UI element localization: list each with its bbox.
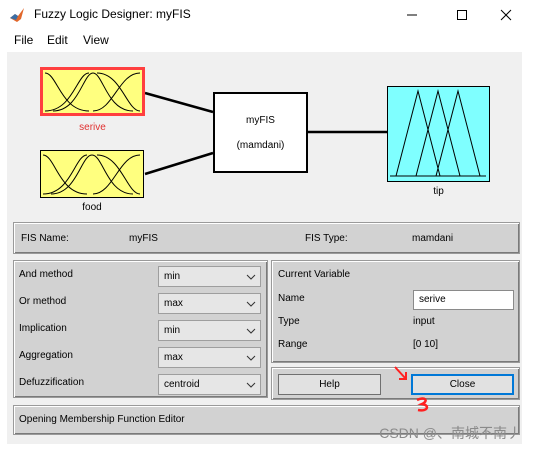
title-bar: Fuzzy Logic Designer: myFIS <box>0 0 522 30</box>
fis-system-block[interactable]: myFIS (mamdani) <box>213 92 308 173</box>
defuzzification-label: Defuzzification <box>19 377 85 388</box>
chevron-down-icon <box>246 355 256 361</box>
fis-name-text: myFIS <box>246 114 275 126</box>
variable-type-label: Type <box>278 316 300 327</box>
fis-info-panel: FIS Name: myFIS FIS Type: mamdani <box>13 222 520 254</box>
current-variable-panel: Current Variable Name serive Type input … <box>271 260 520 363</box>
output-label-tip: tip <box>433 186 444 197</box>
output-variable-tip[interactable] <box>387 86 490 182</box>
aggregation-select[interactable]: max <box>158 347 261 368</box>
and-method-select[interactable]: min <box>158 266 261 287</box>
or-method-label: Or method <box>19 296 67 307</box>
and-method-value: min <box>164 271 181 282</box>
chevron-down-icon <box>246 301 256 307</box>
menu-file[interactable]: File <box>14 33 34 47</box>
implication-label: Implication <box>19 323 67 334</box>
input-variable-serive[interactable] <box>40 67 145 116</box>
membership-curves-icon <box>44 72 141 112</box>
watermark: CSDN @、南城不南丿 <box>379 425 521 441</box>
maximize-button[interactable] <box>440 0 484 30</box>
menu-edit[interactable]: Edit <box>47 33 68 47</box>
close-button[interactable]: Close <box>411 374 514 395</box>
chevron-down-icon <box>246 382 256 388</box>
and-method-label: And method <box>19 269 73 280</box>
defuzzification-value: centroid <box>164 379 200 390</box>
variable-range-value: [0 10] <box>413 339 439 350</box>
annotation-marks <box>394 366 429 412</box>
connection-lines <box>144 91 387 176</box>
menu-view[interactable]: View <box>83 33 109 47</box>
status-panel: Opening Membership Function Editor <box>13 405 520 435</box>
minimize-button[interactable] <box>390 0 434 30</box>
window-title: Fuzzy Logic Designer: myFIS <box>34 7 191 21</box>
current-variable-header: Current Variable <box>278 269 351 280</box>
close-icon <box>500 9 512 21</box>
matlab-logo-icon <box>10 8 24 22</box>
maximize-icon <box>457 10 467 20</box>
or-method-value: max <box>164 298 183 309</box>
help-button[interactable]: Help <box>278 374 381 395</box>
input-label-serive: serive <box>79 122 106 133</box>
triangle-membership-icon <box>390 89 486 177</box>
fis-type-label: FIS Type: <box>305 233 348 244</box>
implication-value: min <box>164 325 181 336</box>
or-method-select[interactable]: max <box>158 293 261 314</box>
methods-panel: And method min Or method max Implication… <box>13 260 268 398</box>
defuzzification-select[interactable]: centroid <box>158 374 261 395</box>
variable-range-label: Range <box>278 339 308 350</box>
chevron-down-icon <box>246 274 256 280</box>
fis-type-text: (mamdani) <box>236 139 285 151</box>
input-variable-food[interactable] <box>40 150 144 198</box>
close-window-button[interactable] <box>484 0 528 30</box>
status-message: Opening Membership Function Editor <box>19 414 185 425</box>
minimize-icon <box>407 14 417 16</box>
aggregation-value: max <box>164 352 183 363</box>
input-label-food: food <box>82 202 102 213</box>
aggregation-label: Aggregation <box>19 350 73 361</box>
menu-bar: File Edit View <box>0 30 522 52</box>
chevron-down-icon <box>246 328 256 334</box>
implication-select[interactable]: min <box>158 320 261 341</box>
buttons-panel: Help Close <box>271 367 520 400</box>
variable-type-value: input <box>413 316 435 327</box>
membership-curves-icon <box>42 154 141 195</box>
variable-name-label: Name <box>278 293 305 304</box>
variable-name-input[interactable]: serive <box>413 290 514 310</box>
fis-name-label: FIS Name: <box>21 233 69 244</box>
fis-type-value: mamdani <box>412 233 454 244</box>
fis-name-value: myFIS <box>129 233 158 244</box>
